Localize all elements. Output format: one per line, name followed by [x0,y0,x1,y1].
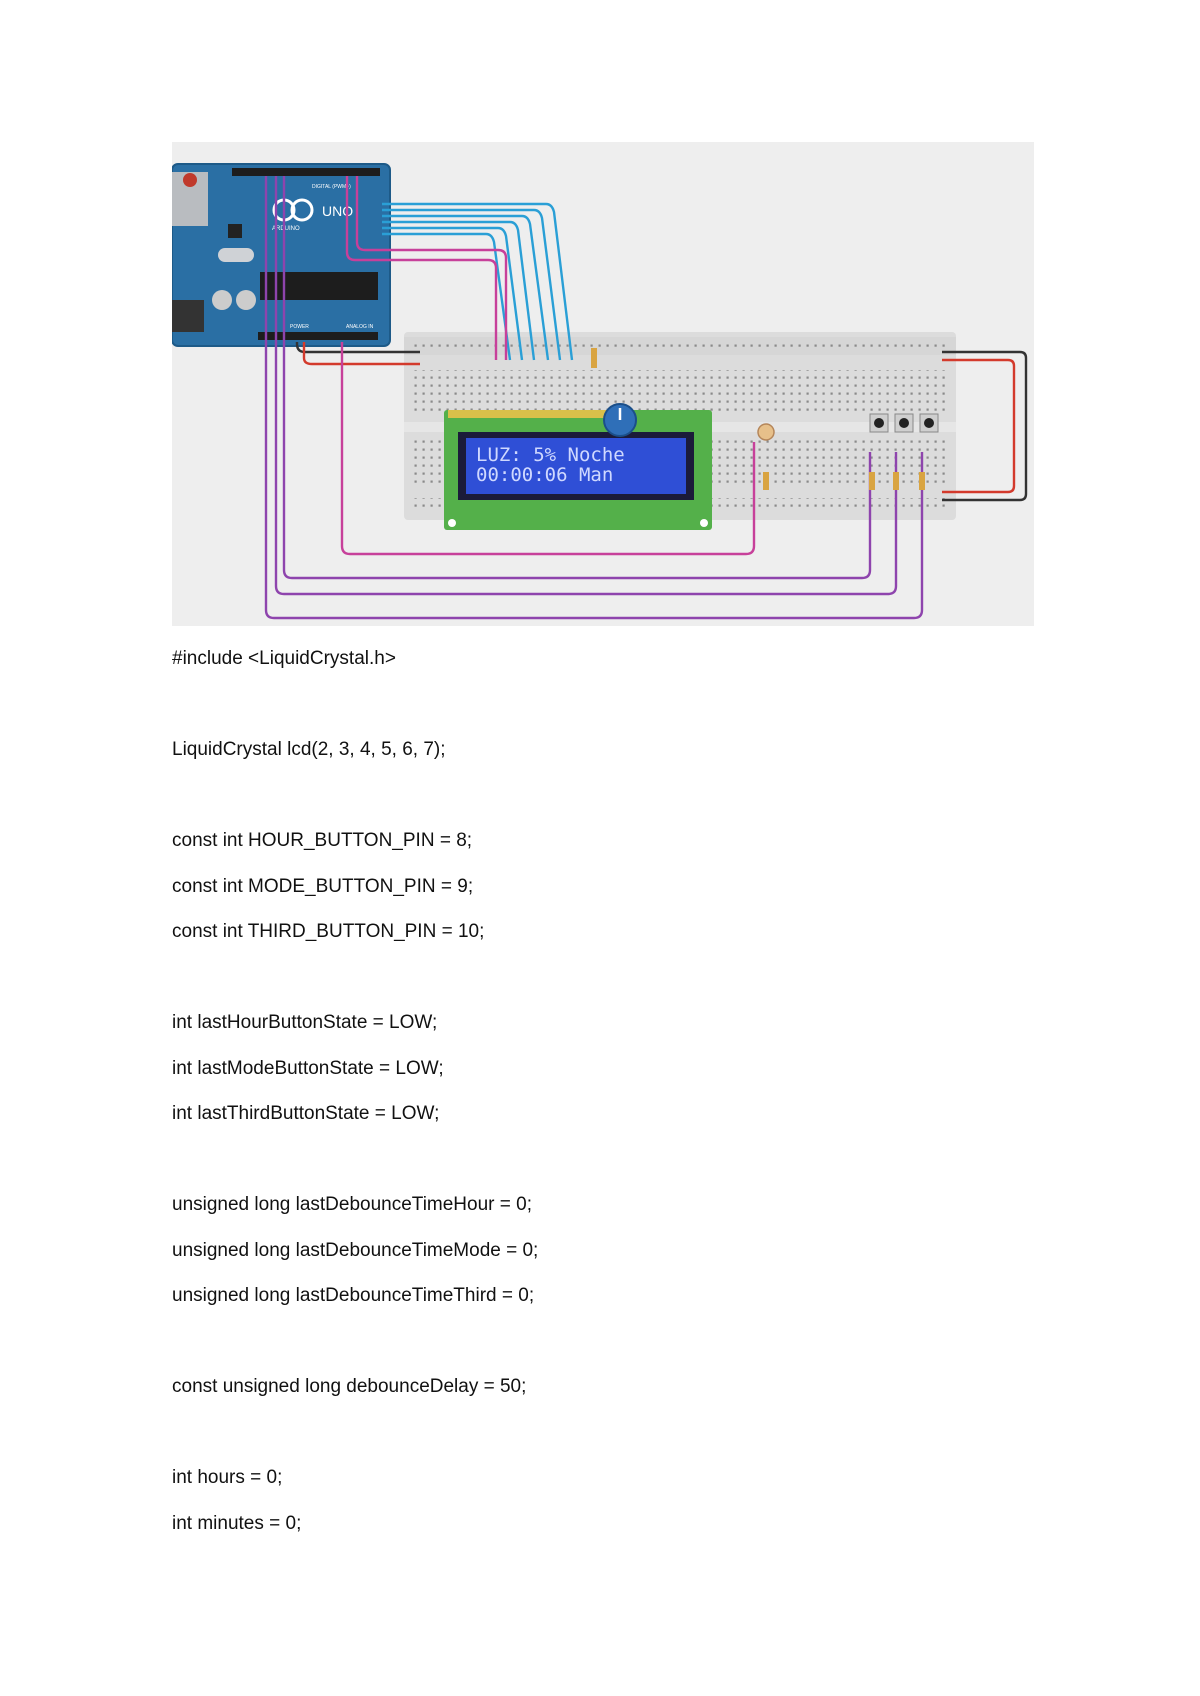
code-line-third-pin: const int THIRD_BUTTON_PIN = 10; [172,921,485,942]
code-line-hour-pin: const int HOUR_BUTTON_PIN = 8; [172,830,473,851]
code-line-include: #include <LiquidCrystal.h> [172,648,396,669]
code-line-last-hour-state: int lastHourButtonState = LOW; [172,1012,438,1033]
board-logo: UNO [322,203,353,219]
code-line-last-mode-state: int lastModeButtonState = LOW; [172,1058,444,1079]
lcd-module: LUZ: 5% Noche 00:00:06 Man [444,403,712,530]
code-line-debounce-hour: unsigned long lastDebounceTimeHour = 0; [172,1194,532,1215]
resistors [591,348,925,490]
code-line-debounce-third: unsigned long lastDebounceTimeThird = 0; [172,1285,535,1306]
code-line-debounce-mode: unsigned long lastDebounceTimeMode = 0; [172,1240,539,1261]
code-line-lcd-init: LiquidCrystal lcd(2, 3, 4, 5, 6, 7); [172,739,446,760]
code-line-mode-pin: const int MODE_BUTTON_PIN = 9; [172,876,474,897]
board-analog-label: ANALOG IN [346,324,374,330]
circuit-figure: UNO ARDUINO DIGITAL (PWM~) POWER ANALOG … [172,142,1034,626]
lcd-line-2: 00:00:06 Man [476,464,613,486]
push-buttons [869,413,939,433]
arduino-board: UNO ARDUINO DIGITAL (PWM~) POWER ANALOG … [172,163,391,347]
code-line-last-third-state: int lastThirdButtonState = LOW; [172,1103,440,1124]
board-brand: ARDUINO [272,226,300,232]
code-line-minutes: int minutes = 0; [172,1513,302,1534]
board-power-label: POWER [290,324,309,330]
photoresistor [757,423,775,441]
code-line-debounce-delay: const unsigned long debounceDelay = 50; [172,1376,527,1397]
wires [264,176,1028,620]
code-line-hours: int hours = 0; [172,1467,283,1488]
lcd-line-1: LUZ: 5% Noche [476,444,625,466]
board-digital-label: DIGITAL (PWM~) [312,184,351,190]
